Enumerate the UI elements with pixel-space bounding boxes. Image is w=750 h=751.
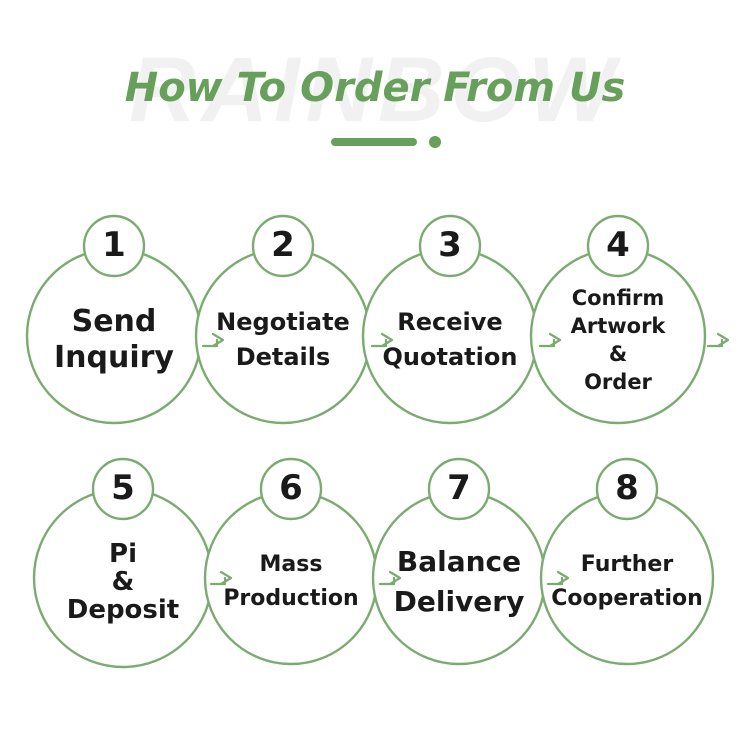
arrow-right-icon [706, 332, 730, 348]
step-label-line: Inquiry [54, 340, 174, 375]
step-number-badge [586, 214, 650, 278]
step-number-badge [259, 457, 323, 521]
step-number: 5 [111, 468, 135, 508]
step-number-badge [595, 457, 659, 521]
step-label-line: Pi [109, 539, 137, 569]
step-label-line: & [111, 567, 135, 597]
step-number: 2 [271, 225, 295, 265]
brand-watermark: RAINBOW [129, 39, 621, 141]
arrow-right-icon [370, 332, 394, 348]
step-number-badge [418, 214, 482, 278]
step-number-badge [82, 214, 146, 278]
step-3 [361, 214, 539, 425]
title-divider-bar [331, 138, 417, 146]
step-label-line: Quotation [382, 343, 518, 371]
step-label-line: & [608, 342, 628, 366]
step-label-line: Cooperation [551, 586, 703, 611]
arrow-right-icon [201, 332, 225, 348]
title-divider-dot [429, 136, 441, 148]
arrow-right-icon [538, 332, 562, 348]
step-label-line: Details [235, 343, 331, 371]
step-number: 6 [279, 468, 303, 508]
step-label-line: Delivery [393, 585, 525, 618]
step-4 [529, 214, 707, 425]
step-label-line: Production [223, 586, 359, 611]
step-label-line: Deposit [66, 595, 180, 625]
step-2 [194, 214, 372, 425]
step-number-badge [251, 214, 315, 278]
step-7 [371, 457, 547, 666]
step-label-line: Receive [397, 308, 503, 336]
step-number: 8 [615, 468, 639, 508]
step-number: 7 [447, 468, 471, 508]
step-label: Pi&Deposit [38, 540, 208, 624]
step-label-line: Further [580, 552, 674, 577]
step-label-line: Order [584, 370, 652, 394]
step-number-badge [427, 457, 491, 521]
page-title: How To Order From Us [124, 65, 626, 111]
step-number-badge [91, 457, 155, 521]
step-label-line: Confirm [571, 286, 665, 310]
step-number: 1 [102, 225, 126, 265]
step-5 [32, 457, 214, 669]
step-number: 3 [438, 225, 462, 265]
step-label-line: Mass [259, 552, 323, 577]
step-number: 4 [606, 225, 630, 265]
arrow-right-icon [546, 570, 570, 586]
arrow-right-icon [209, 570, 233, 586]
step-label-line: Negotiate [216, 308, 350, 336]
arrow-right-icon [378, 570, 402, 586]
step-label-line: Artwork [570, 314, 666, 338]
step-label-line: Balance [396, 545, 522, 578]
step-label-line: Send [71, 304, 157, 339]
step-6 [203, 457, 379, 666]
step-8 [539, 457, 715, 666]
